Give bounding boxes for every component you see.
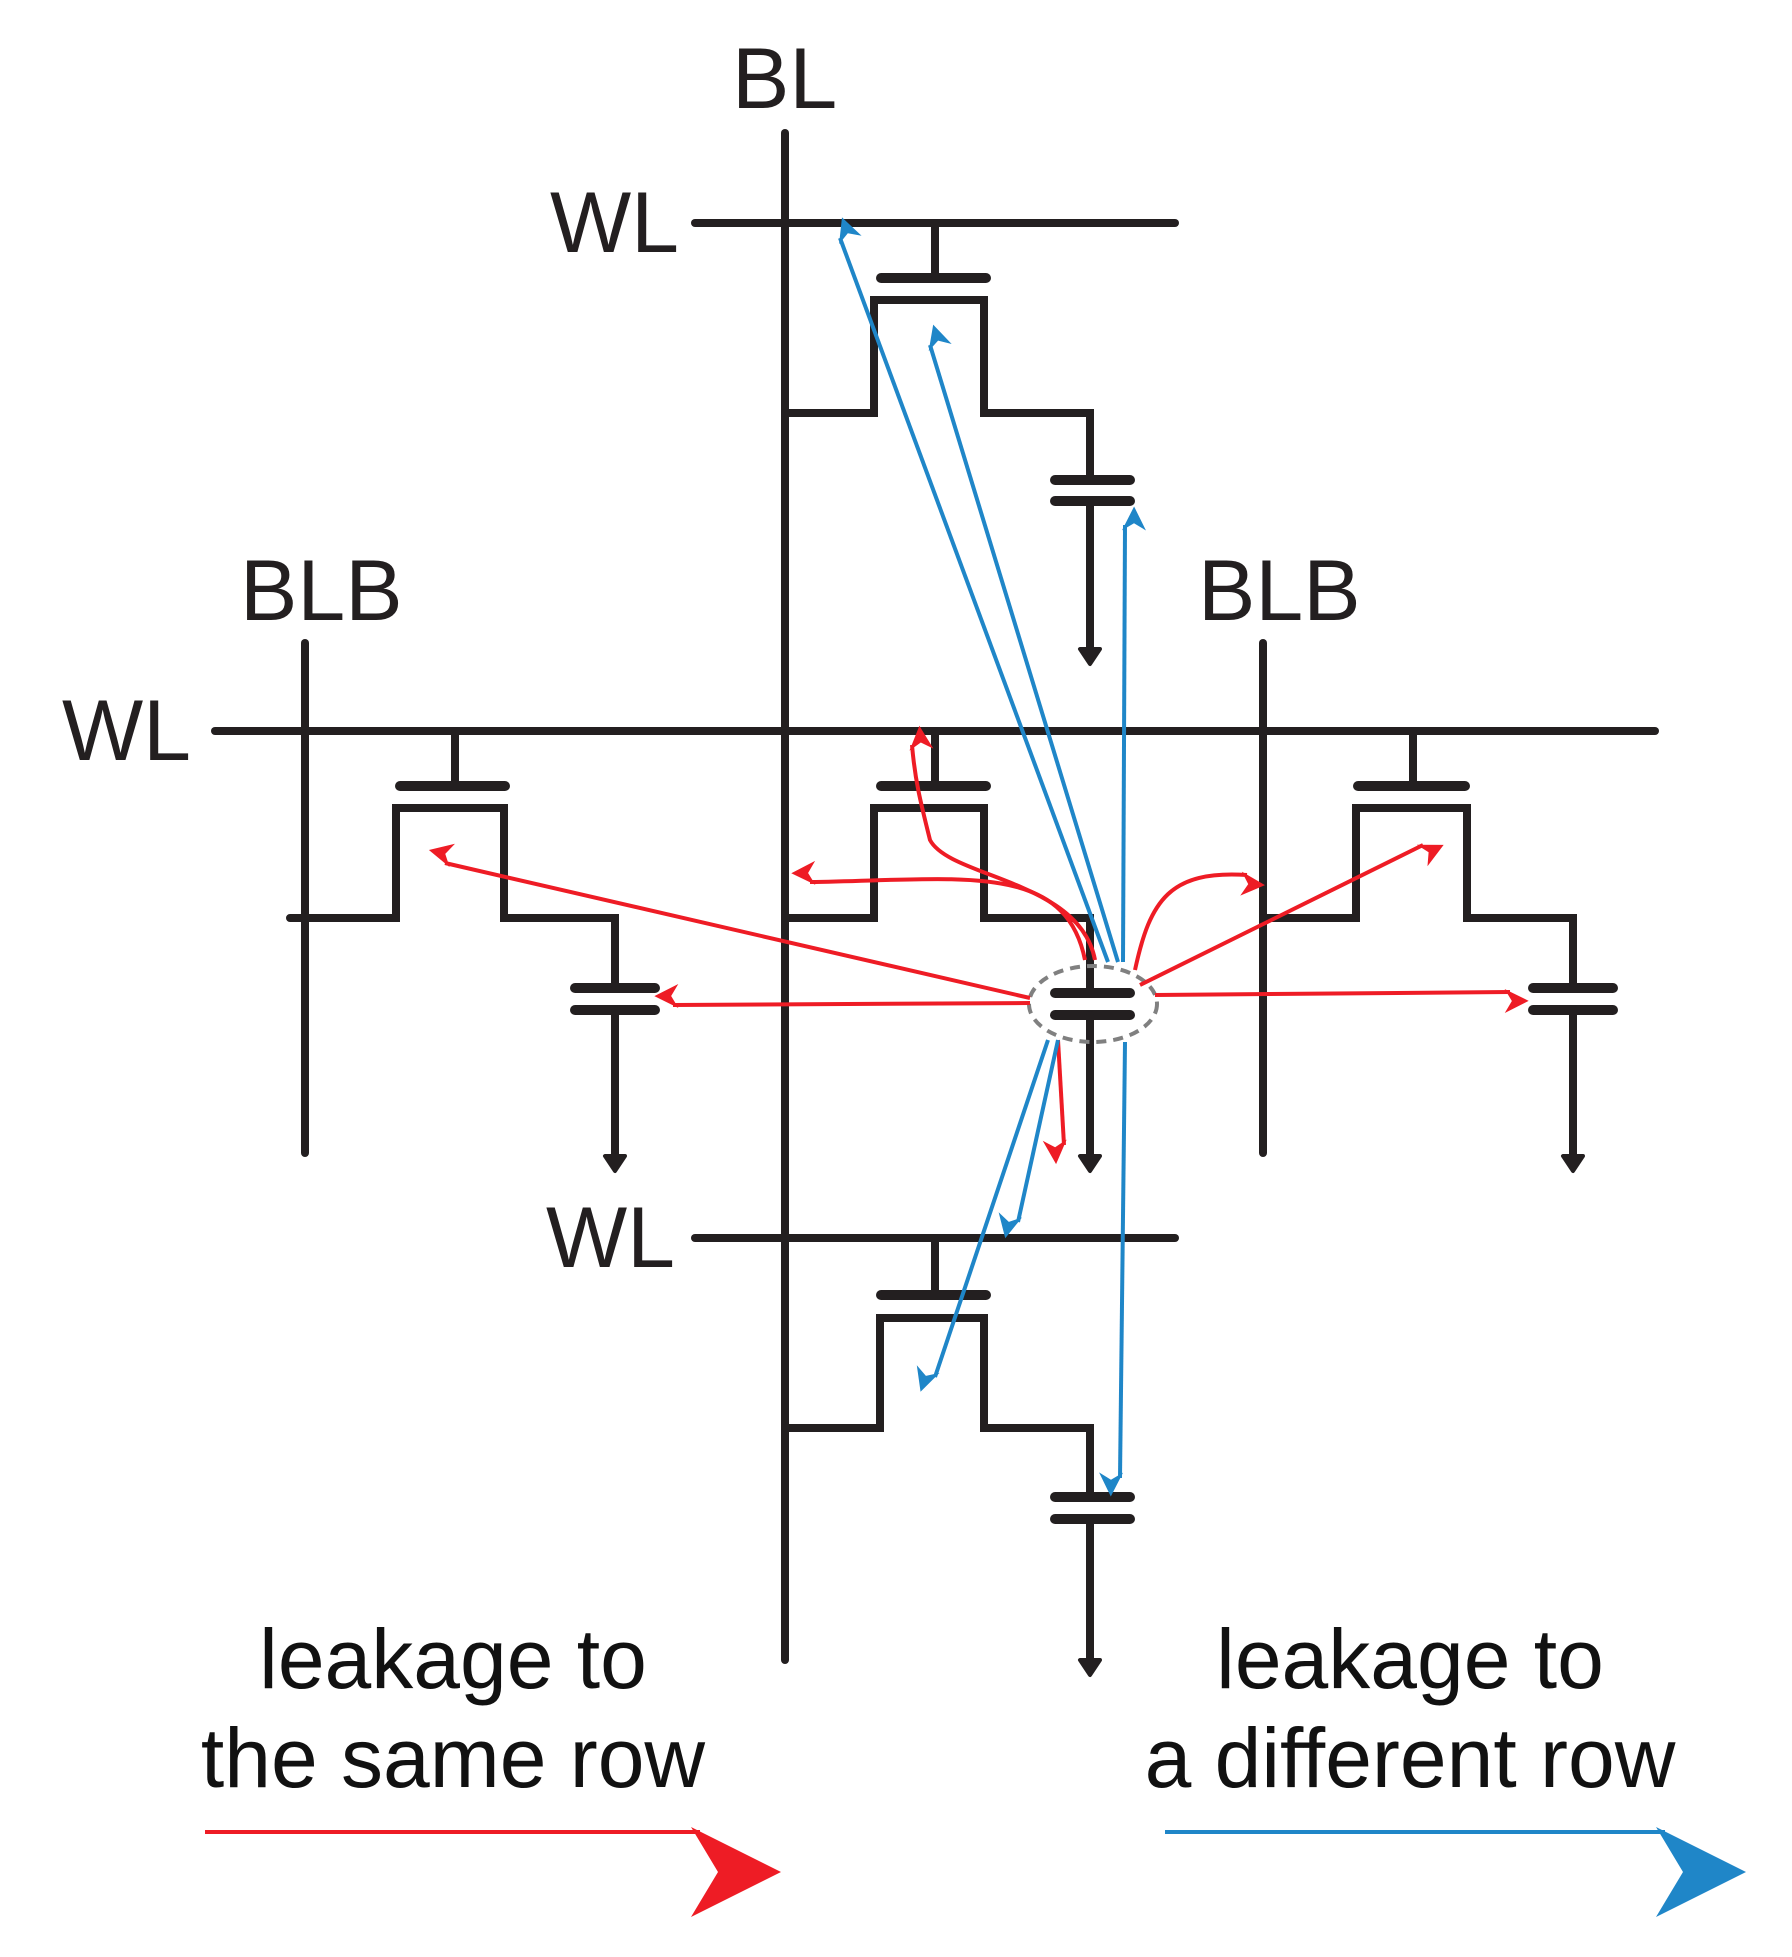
- cell-middle-center: [781, 727, 1135, 1173]
- legend-same-row-line1: leakage to: [259, 1612, 647, 1706]
- legend-different-row: leakage to a different row: [1145, 1612, 1746, 1917]
- red-arrow: [909, 725, 1097, 961]
- ground-icon: [1078, 1154, 1102, 1173]
- cell-middle-right: [1259, 727, 1618, 1173]
- blue-arrow: [916, 1039, 1050, 1392]
- red-arrow: [1133, 871, 1265, 971]
- red-arrow: [1139, 843, 1444, 987]
- ground-icon: [1561, 1154, 1585, 1173]
- different-row-leakage-arrows: [838, 217, 1146, 1497]
- legend-same-row: leakage to the same row: [201, 1612, 781, 1917]
- same-row-leakage-arrows: [428, 725, 1529, 1165]
- cell-top: [781, 219, 1135, 666]
- ground-icon: [1078, 647, 1102, 666]
- blue-arrow: [928, 324, 1120, 963]
- red-arrow: [1154, 989, 1529, 1014]
- label-blb-left: BLB: [240, 543, 403, 639]
- ground-icon: [603, 1154, 627, 1173]
- label-blb-right: BLB: [1198, 543, 1361, 639]
- blue-arrow: [838, 217, 1110, 963]
- cell-bottom: [781, 1234, 1135, 1677]
- label-bl: BL: [732, 31, 837, 127]
- cell-middle-left: [286, 727, 660, 1173]
- red-arrow: [428, 843, 1031, 1000]
- label-wl-bottom: WL: [546, 1190, 675, 1286]
- legend-different-row-line2: a different row: [1145, 1711, 1676, 1805]
- label-wl-middle: WL: [62, 683, 191, 779]
- legend-same-row-line2: the same row: [201, 1711, 706, 1805]
- blue-arrow: [998, 1039, 1060, 1239]
- red-arrow: [791, 860, 1087, 961]
- legend-different-row-line1: leakage to: [1216, 1612, 1604, 1706]
- blue-arrow: [1121, 506, 1146, 963]
- ground-icon: [1078, 1658, 1102, 1677]
- label-wl-top: WL: [550, 175, 679, 271]
- red-arrow: [654, 983, 1031, 1008]
- blue-arrow: [1099, 1041, 1127, 1497]
- red-arrow: [1042, 1039, 1067, 1165]
